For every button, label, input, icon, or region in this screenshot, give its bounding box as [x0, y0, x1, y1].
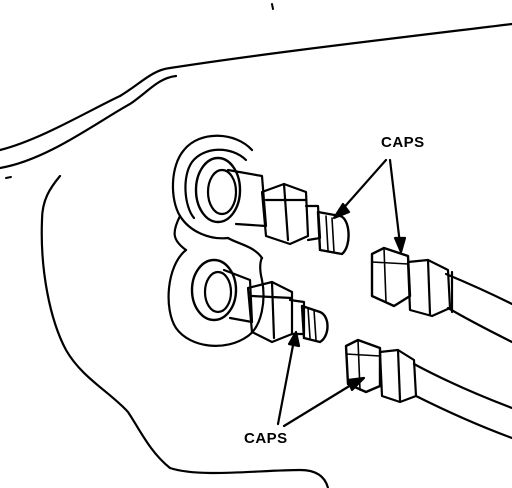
- leader-line-top-left: [338, 158, 388, 214]
- lower-port-ring: [190, 258, 238, 322]
- lower-hose-tube: [412, 362, 512, 440]
- upper-cap-shade: [325, 215, 335, 253]
- arrowhead-top-right: [393, 236, 407, 254]
- arrowhead-bottom-left: [287, 330, 301, 348]
- lower-fitting-body: [222, 268, 254, 324]
- leader-line-bottom-left: [276, 338, 296, 426]
- upper-hose-tube: [444, 272, 512, 344]
- lower-cap: [300, 304, 329, 344]
- lower-fitting-hex-facet: [250, 280, 294, 340]
- lower-hose-nut-facet: [396, 348, 402, 402]
- lower-port-ring-inner: [203, 270, 233, 314]
- upper-port-ring: [194, 156, 242, 224]
- panel-outline-inner: [0, 74, 178, 170]
- upper-hose-cap: [370, 246, 412, 308]
- upper-fitting-hex-facet: [264, 182, 308, 242]
- arrowhead-top-left: [332, 202, 351, 220]
- upper-port-ring-inner: [206, 168, 238, 216]
- upper-port-gasket: [171, 134, 254, 240]
- leader-line-bottom-right: [282, 380, 358, 428]
- caps-label-bottom: CAPS: [244, 430, 288, 447]
- upper-port-gasket-inner: [184, 148, 248, 220]
- upper-hose-cap-facet: [371, 247, 409, 303]
- panel-edge-left: [40, 174, 330, 488]
- speck-mark: [5, 176, 12, 179]
- upper-hose-nut-facet: [426, 258, 432, 316]
- arrowhead-bottom-right: [346, 376, 366, 392]
- speck-mark: [271, 3, 274, 10]
- panel-outline-outer: [0, 22, 512, 152]
- lower-cap-shade: [307, 307, 317, 341]
- lower-fitting-hex: [246, 280, 294, 344]
- lower-port-gasket: [167, 248, 265, 347]
- upper-fitting-body: [226, 168, 268, 228]
- caps-label-top: CAPS: [381, 134, 425, 151]
- leader-line-top-right: [388, 158, 402, 246]
- connecting-gasket: [173, 214, 264, 260]
- lower-fitting-collar: [288, 298, 306, 336]
